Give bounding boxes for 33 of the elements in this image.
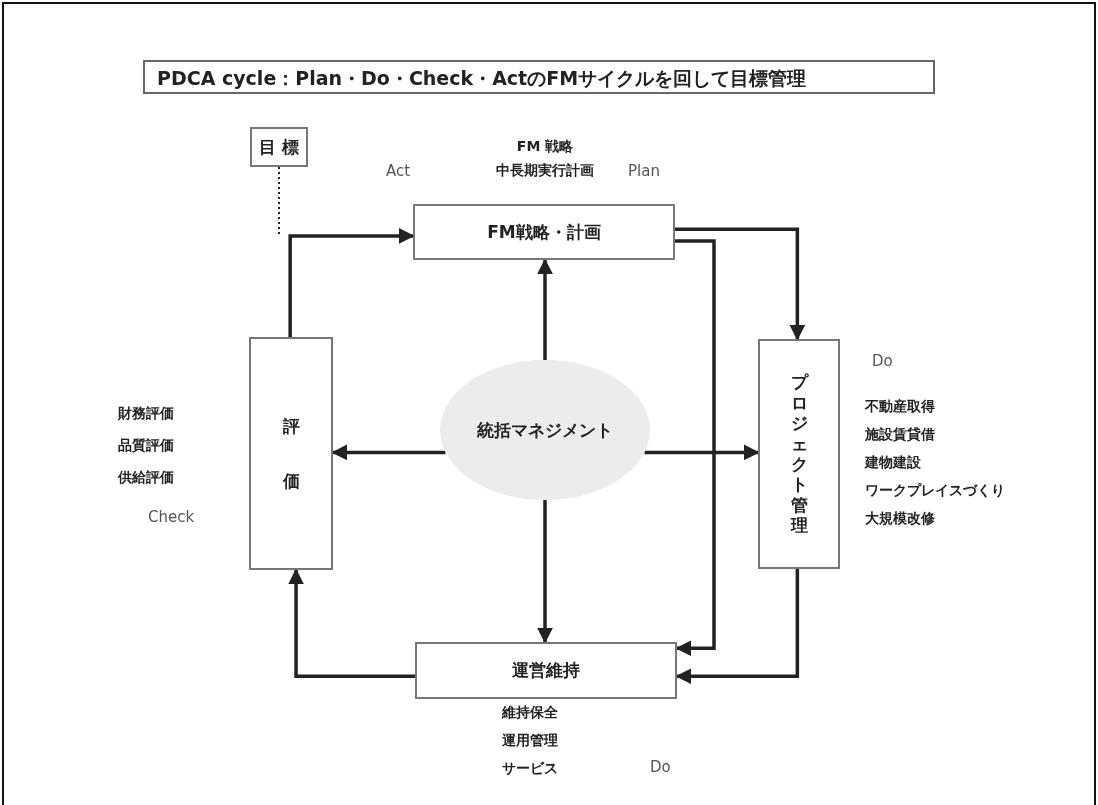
phase-label: Plan [628, 162, 660, 180]
caption-text: 施設賃貸借 [865, 426, 935, 444]
caption-text: FM 戦略 [515, 138, 575, 156]
connector-line [278, 166, 280, 237]
process-box: 運営維持 [415, 642, 677, 699]
caption-text: 運用管理 [502, 732, 558, 750]
process-box: プロジェクト管理 [758, 339, 840, 569]
management-ellipse: 統括マネジメント [440, 360, 650, 500]
caption-text: 維持保全 [502, 704, 558, 722]
caption-text: 財務評価 [118, 405, 174, 423]
phase-label: Check [148, 508, 195, 526]
goal-box: 目 標 [250, 127, 308, 167]
caption-text: 大規模改修 [865, 510, 935, 528]
arrow [288, 568, 415, 678]
arrow [675, 239, 716, 657]
arrow [537, 500, 553, 644]
caption-text: 不動産取得 [865, 398, 935, 416]
caption-text: 供給評価 [118, 469, 174, 487]
phase-label: Do [650, 758, 671, 776]
caption-text: 中長期実行計画 [495, 162, 595, 180]
caption-text: サービス [502, 760, 558, 778]
caption-text: 品質評価 [118, 437, 174, 455]
phase-label: Do [872, 352, 893, 370]
arrow [288, 227, 415, 337]
arrow [675, 227, 806, 341]
arrow [537, 258, 553, 360]
process-box: 評価 [249, 337, 333, 570]
title: PDCA cycle：Plan・Do・Check・ActのFMサイクルを回して目標管理 [143, 60, 935, 94]
caption-text: ワークプレイスづくり [865, 482, 1005, 500]
process-box: FM戦略・計画 [413, 204, 675, 260]
caption-text: 建物建設 [865, 454, 921, 472]
arrow [644, 444, 760, 461]
phase-label: Act [386, 162, 411, 180]
